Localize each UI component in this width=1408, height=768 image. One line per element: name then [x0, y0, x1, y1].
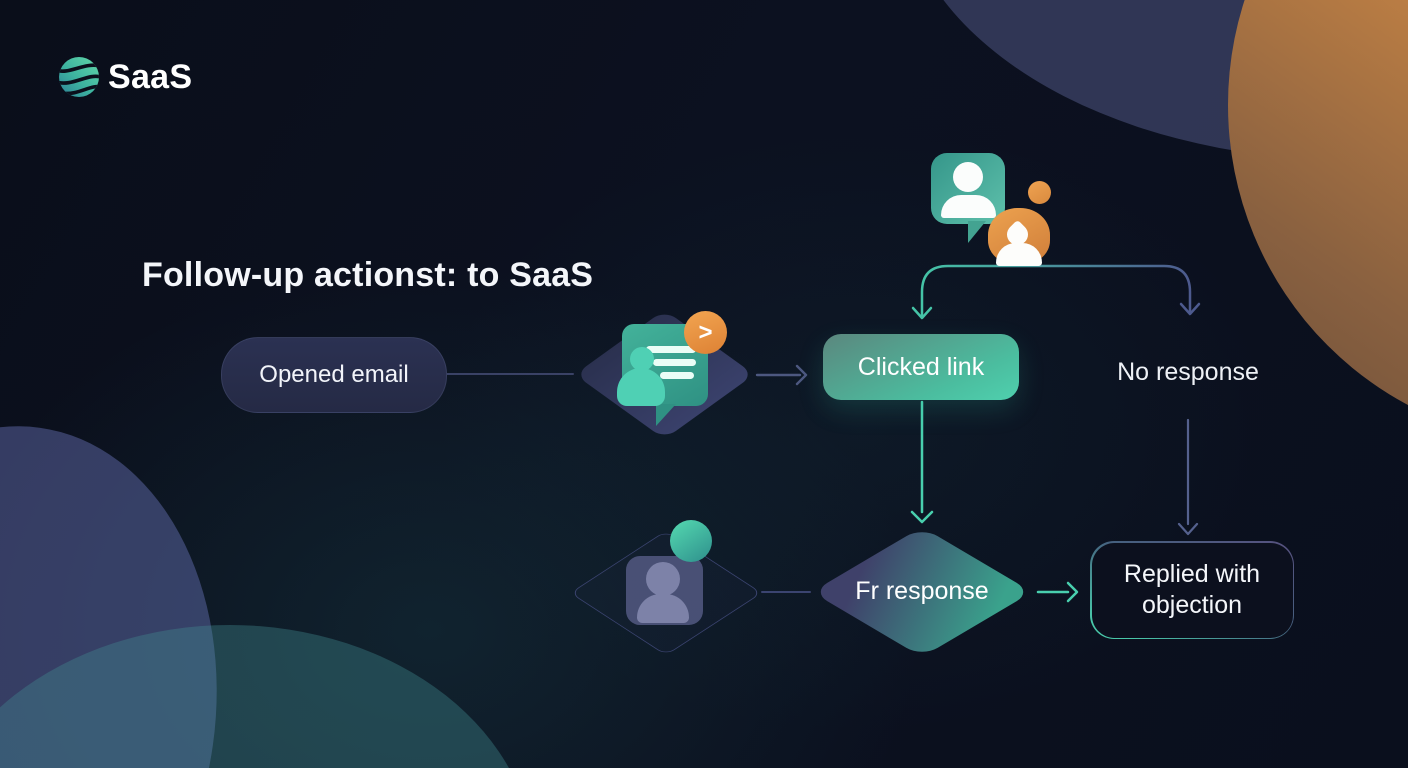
node-clicked-link: Clicked link: [823, 334, 1019, 400]
send-arrow-badge-icon: >: [684, 311, 727, 354]
edge-clicked-to-fr: [910, 400, 934, 524]
globe-stripes-icon: [59, 57, 99, 97]
chat-bubble-tail: [656, 404, 676, 426]
edge-contact-bracket: [920, 264, 1192, 318]
status-circle-icon: [670, 520, 712, 562]
user-avatar-shoulders-icon: [941, 195, 996, 218]
edge-noresponse-to-replied: [1177, 418, 1199, 536]
node-opened-email: Opened email: [221, 337, 447, 413]
person-card-shoulders-icon: [637, 594, 689, 623]
brand-name: SaaS: [108, 57, 193, 96]
diagram-title: Follow-up actionst: to SaaS: [142, 256, 594, 294]
node-no-response: No response: [1093, 355, 1283, 389]
chat-text-line: [646, 346, 696, 353]
node-replied-with-objection-label: Replied with objection: [1123, 559, 1261, 619]
brand-logo: SaaS: [59, 57, 192, 97]
node-fr-response-label: Fr response: [855, 577, 989, 605]
node-replied-with-objection-box: Replied with objection: [1091, 542, 1293, 638]
edge-contact-to-clicked-arrowhead: [911, 306, 933, 320]
node-replied-with-objection: Replied with objection: [1090, 541, 1294, 639]
user-avatar-bubble-tail: [968, 221, 986, 243]
chat-text-line: [660, 372, 694, 379]
edge-fr-to-replied: [1036, 581, 1079, 603]
edge-contact-to-noresponse-arrowhead: [1179, 302, 1201, 316]
chat-person-head-icon: [630, 347, 654, 371]
person-card-head-icon: [646, 562, 680, 596]
edge-chat-to-clicked-link: [755, 364, 808, 386]
notification-dot-icon: [1028, 181, 1051, 204]
chat-person-body-icon: [617, 368, 665, 406]
user-avatar-head-icon: [953, 162, 983, 192]
send-arrow-glyph: >: [698, 318, 713, 346]
orange-person-shoulders: [996, 243, 1042, 266]
node-no-response-label: No response: [1117, 357, 1259, 386]
chat-text-line: [653, 359, 696, 366]
node-opened-email-label: Opened email: [259, 361, 409, 388]
node-clicked-link-label: Clicked link: [857, 352, 985, 381]
